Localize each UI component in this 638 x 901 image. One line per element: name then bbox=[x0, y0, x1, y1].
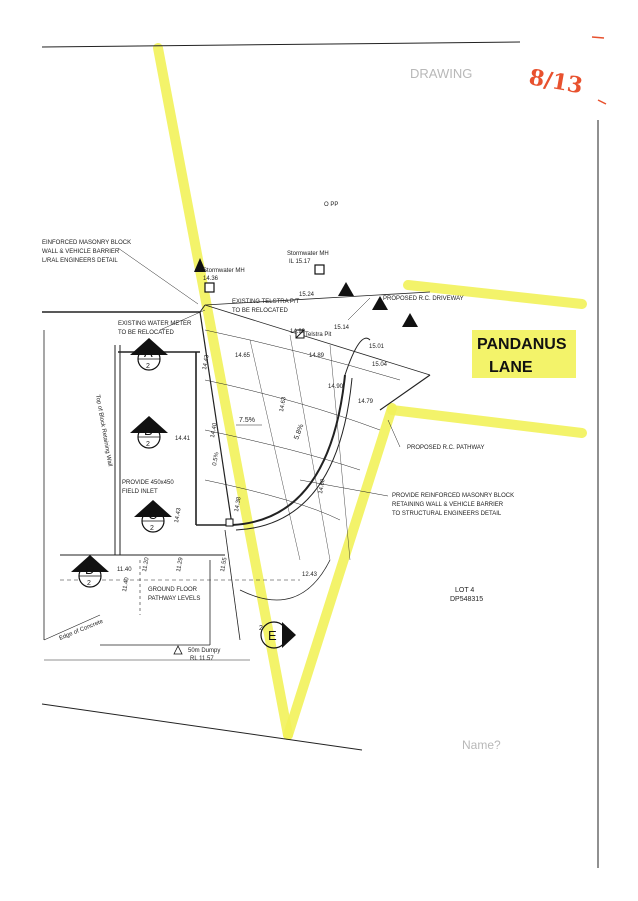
level-label: 14.41 bbox=[175, 436, 191, 442]
svg-text:A: A bbox=[144, 345, 153, 360]
lot-dp: DP548315 bbox=[450, 596, 483, 603]
site-linework bbox=[42, 247, 431, 661]
level-label: 14.43 bbox=[202, 354, 211, 370]
level-label: 14.38 bbox=[234, 496, 243, 512]
grade-label: 7.5% bbox=[239, 417, 255, 424]
retaining-note-line-3: TO STRUCTURAL ENGINEERS DETAIL bbox=[392, 511, 502, 517]
highlight-pandanus-lane bbox=[472, 330, 576, 378]
dumpy-label: 50m Dumpy bbox=[188, 648, 220, 654]
op-label: O PP bbox=[324, 202, 338, 208]
highlight-diagonal-right bbox=[283, 403, 397, 740]
svg-text:2: 2 bbox=[150, 525, 154, 532]
section-marker-b[interactable]: B 2 bbox=[130, 416, 168, 449]
masonry-note-line-1: EINFORCED MASONRY BLOCK bbox=[42, 240, 131, 246]
pit-note: Telstra Pit bbox=[305, 332, 332, 338]
sheet-border bbox=[41, 41, 599, 868]
stormwater-pit-2 bbox=[314, 264, 325, 275]
faint-top-text: DRAWING bbox=[410, 66, 472, 81]
pathway-note: PROPOSED R.C. PATHWAY bbox=[407, 445, 484, 451]
level-label: 14.89 bbox=[309, 353, 325, 359]
section-marker-d[interactable]: D 2 bbox=[71, 555, 109, 588]
telstra-note-line-1: EXISTING TELSTRA P/T bbox=[232, 299, 300, 305]
water-meter-note-line-1: EXISTING WATER METER bbox=[118, 321, 192, 327]
highlight-pathway-line bbox=[387, 405, 587, 438]
level-label: 14.60 bbox=[318, 478, 327, 494]
street-name-line-2: LANE bbox=[489, 359, 533, 376]
level-label: 11.20 bbox=[142, 556, 151, 572]
direction-arrows bbox=[194, 258, 418, 527]
level-label: 11.55 bbox=[220, 556, 229, 572]
water-meter-note-line-2: TO BE RELOCATED bbox=[118, 330, 174, 336]
field-inlet-note-line-1: PROVIDE 450x450 bbox=[122, 480, 174, 486]
svg-text:B: B bbox=[144, 423, 153, 438]
level-label: 14.90 bbox=[328, 384, 344, 390]
masonry-note-line-2: WALL & VEHICLE BARRIER bbox=[42, 249, 120, 255]
section-marker-c[interactable]: C 2 bbox=[134, 500, 172, 533]
ground-floor-note-line-1: GROUND FLOOR bbox=[148, 587, 198, 593]
stormwater-level-1: 14.36 bbox=[203, 276, 219, 282]
street-name-line-1: PANDANUS bbox=[477, 336, 567, 353]
highlighter-marks bbox=[153, 43, 587, 740]
dumpy-level: RL 11.57 bbox=[190, 656, 214, 662]
section-marker-e[interactable]: E 2 bbox=[259, 621, 296, 649]
level-label: 15.04 bbox=[372, 362, 388, 368]
level-label: 14.63 bbox=[279, 396, 288, 412]
section-markers: A 2 B 2 C 2 D 2 E 2 bbox=[71, 338, 296, 649]
ground-floor-note-line-2: PATHWAY LEVELS bbox=[148, 596, 200, 602]
level-label: 14.40 bbox=[210, 422, 219, 438]
svg-text:2: 2 bbox=[259, 625, 263, 632]
stormwater-label-1: Stormwater MH bbox=[203, 268, 245, 274]
svg-text:C: C bbox=[148, 507, 157, 522]
spot-levels: 15.24 15.14 14.99 14.89 15.01 15.04 14.9… bbox=[117, 292, 388, 592]
section-marker-a[interactable]: A 2 bbox=[130, 338, 168, 371]
stormwater-label-2: Stormwater MH bbox=[287, 251, 329, 257]
level-label: 15.14 bbox=[334, 325, 350, 331]
driveway-note: PROPOSED R.C. DRIVEWAY bbox=[383, 296, 464, 302]
retaining-wall-side-label: Top of Block Retaining Wall bbox=[94, 394, 113, 467]
level-label: 11.40 bbox=[117, 567, 132, 573]
svg-text:E: E bbox=[268, 628, 277, 643]
highlight-driveway-line bbox=[403, 280, 587, 309]
level-label: 14.79 bbox=[358, 399, 374, 405]
grade-label: 5.8% bbox=[293, 423, 305, 440]
retaining-note-line-2: RETAINING WALL & VEHICLE BARRIER bbox=[392, 502, 504, 508]
level-label: 14.65 bbox=[235, 353, 251, 359]
svg-text:D: D bbox=[85, 562, 94, 577]
level-label: 14.43 bbox=[174, 507, 183, 523]
masonry-note-line-3: L/RAL ENGINEERS DETAIL bbox=[42, 258, 118, 264]
retaining-note-line-1: PROVIDE REINFORCED MASONRY BLOCK bbox=[392, 493, 514, 499]
drawing-notes: EINFORCED MASONRY BLOCK WALL & VEHICLE B… bbox=[42, 66, 514, 752]
page-mark: 8/13 bbox=[527, 64, 585, 99]
telstra-note-line-2: TO BE RELOCATED bbox=[232, 308, 288, 314]
grade-label: 0.5% bbox=[212, 451, 220, 466]
street-name: PANDANUS LANE bbox=[477, 336, 567, 376]
handwritten-page-mark: 8/13 bbox=[527, 36, 607, 105]
level-label: 12.43 bbox=[302, 572, 318, 578]
field-inlet-symbol bbox=[225, 518, 234, 527]
level-label: 11.40 bbox=[122, 576, 131, 592]
level-label: 15.01 bbox=[369, 344, 385, 350]
field-inlet-note-line-2: FIELD INLET bbox=[122, 489, 158, 495]
highlight-diagonal-left bbox=[153, 43, 293, 740]
level-label: 15.24 bbox=[299, 292, 315, 298]
stormwater-level-2: IL 15.17 bbox=[289, 259, 311, 265]
svg-text:2: 2 bbox=[146, 441, 150, 448]
level-label: 14.99 bbox=[290, 329, 306, 335]
lot-number: LOT 4 bbox=[455, 587, 474, 594]
svg-text:2: 2 bbox=[146, 363, 150, 370]
level-label: 11.29 bbox=[176, 556, 185, 572]
faint-bottom-text: Name? bbox=[462, 738, 501, 752]
stormwater-pit-1 bbox=[204, 282, 215, 293]
svg-text:2: 2 bbox=[87, 580, 91, 587]
